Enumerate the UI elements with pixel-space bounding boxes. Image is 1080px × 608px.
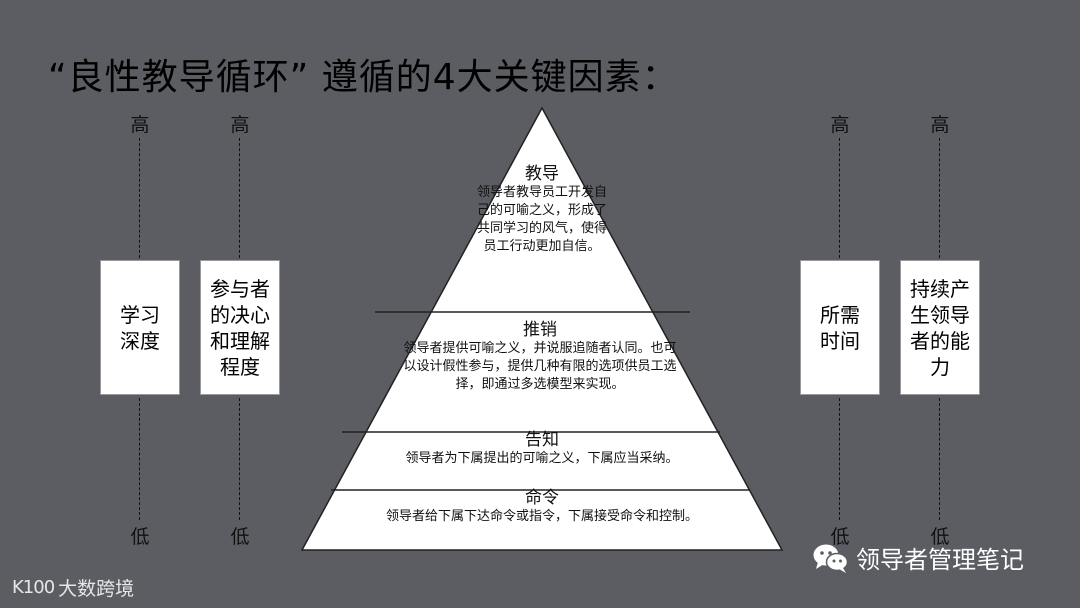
brand-logo: K100 大数跨境 [12, 574, 134, 601]
dashed-line [939, 138, 940, 258]
factor-label: 学习深度 [120, 302, 160, 353]
brand-text: 大数跨境 [58, 578, 135, 600]
scale-low-label: 低 [130, 526, 150, 548]
scale-participant-commitment: 高 参与者的决心和理解程度 低 [200, 0, 280, 608]
dashed-line [839, 398, 840, 520]
watermark-text: 领导者管理笔记 [856, 546, 1024, 574]
slide-title: “良性教导循环” 遵循的4大关键因素： [48, 57, 679, 98]
wechat-icon [813, 544, 849, 573]
dashed-line [139, 138, 140, 258]
scale-high-label: 高 [930, 114, 950, 136]
pyramid-level-text: 领导者教导员工开发自己的可喻之义，形成了共同学习的风气，使得员工行动更加自信。 [476, 185, 607, 254]
factor-label: 所需时间 [820, 302, 860, 353]
factor-box-participant-commitment: 参与者的决心和理解程度 [200, 260, 280, 395]
dashed-line [239, 398, 240, 520]
pyramid-level-title: 告知 [525, 430, 559, 450]
scale-low-label: 低 [930, 526, 950, 548]
scale-low-label: 低 [830, 526, 850, 548]
dashed-line [939, 398, 940, 520]
scale-learning-depth: 高 学习深度 低 [100, 0, 180, 608]
dashed-line [839, 138, 840, 258]
pyramid-level-text: 领导者给下属下达命令或指令，下属接受命令和控制。 [385, 509, 698, 524]
factor-label: 持续产生领导者的能力 [910, 276, 970, 379]
wechat-watermark: 领导者管理笔记 [812, 540, 1024, 575]
scale-low-label: 低 [230, 526, 250, 548]
scale-high-label: 高 [830, 114, 850, 136]
pyramid-level-command: 命令 领导者给下属下达命令或指令，下属接受命令和控制。 [342, 488, 742, 526]
pyramid-level-tell: 告知 领导者为下属提出的可喻之义，下属应当采纳。 [372, 430, 712, 468]
factor-label: 参与者的决心和理解程度 [210, 276, 270, 379]
pyramid-shape [300, 106, 784, 551]
scale-sustained-leadership: 高 持续产生领导者的能力 低 [900, 0, 980, 608]
pyramid-level-text: 领导者提供可喻之义，并说服追随者认同。也可以设计假性参与，提供几种有限的选项供员… [403, 341, 677, 392]
pyramid-level-title: 命令 [525, 488, 559, 508]
pyramid-level-title: 推销 [523, 320, 557, 340]
brand-mark: K100 [12, 577, 55, 598]
pyramid-level-title: 教导 [525, 164, 559, 184]
dashed-line [139, 398, 140, 520]
factor-box-sustained-leadership: 持续产生领导者的能力 [900, 260, 980, 395]
pyramid-level-text: 领导者为下属提出的可喻之义，下属应当采纳。 [405, 451, 679, 466]
scale-time-needed: 高 所需时间 低 [800, 0, 880, 608]
pyramid-level-teach: 教导 领导者教导员工开发自己的可喻之义，形成了共同学习的风气，使得员工行动更加自… [462, 164, 622, 256]
dashed-line [239, 138, 240, 258]
scale-high-label: 高 [230, 114, 250, 136]
factor-box-learning-depth: 学习深度 [100, 260, 180, 395]
pyramid-level-sell: 推销 领导者提供可喻之义，并说服追随者认同。也可以设计假性参与，提供几种有限的选… [400, 320, 680, 394]
scale-high-label: 高 [130, 114, 150, 136]
factor-box-time-needed: 所需时间 [800, 260, 880, 395]
